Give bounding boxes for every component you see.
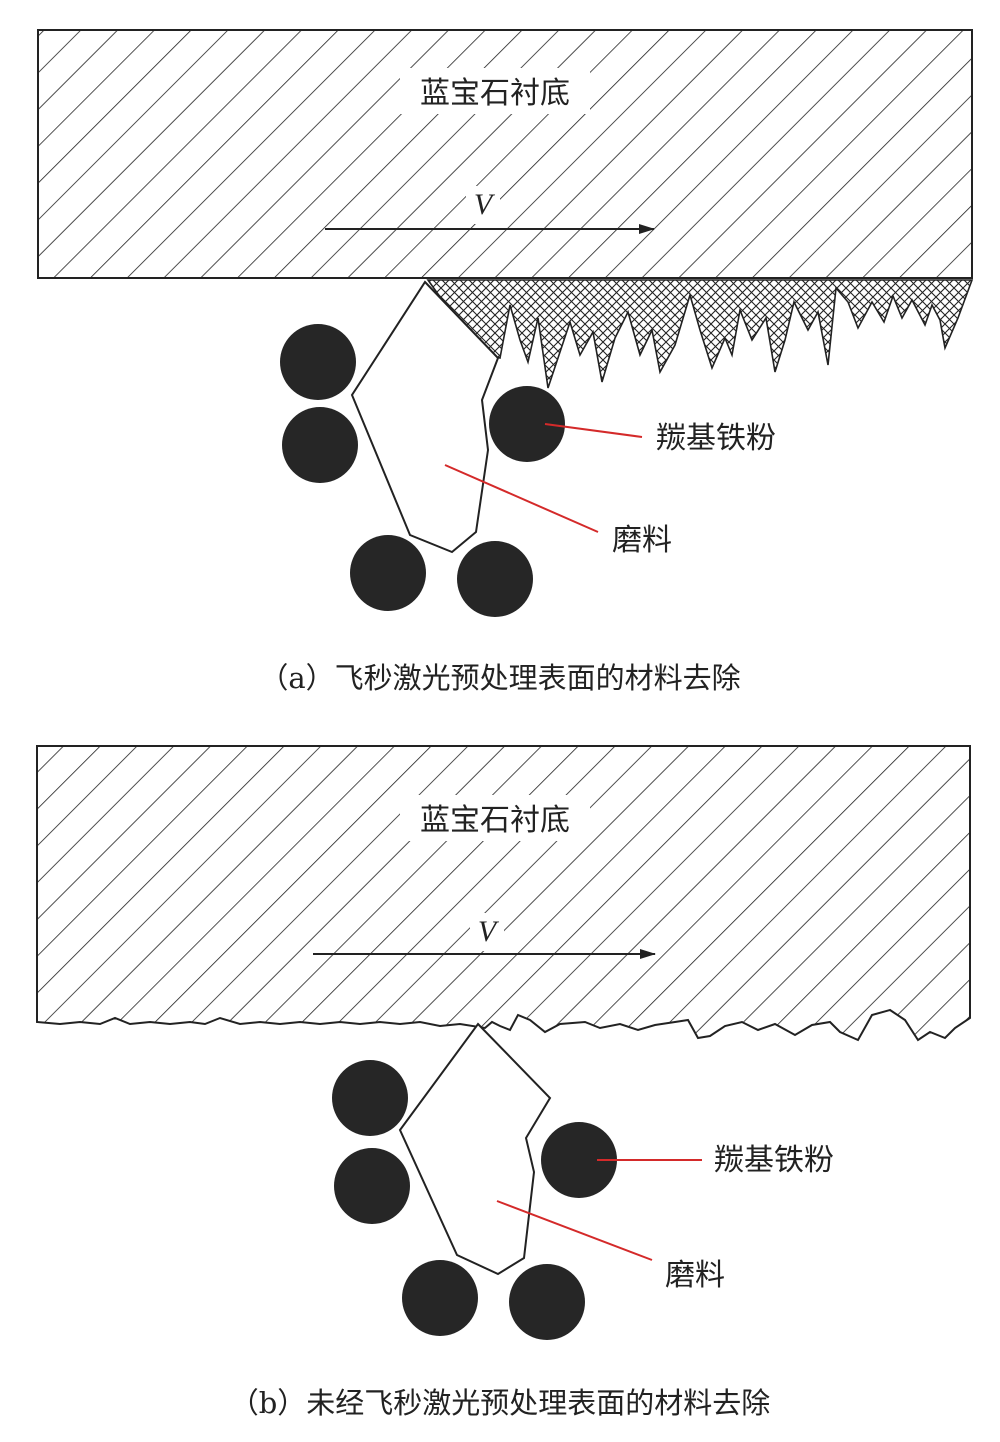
abrasive-leader-a (444, 464, 599, 533)
abrasive-label-b: 磨料 (665, 1258, 725, 1293)
panel-a: 蓝宝石衬底 V 羰基铁粉 磨料 （a）飞秒激光预处理表面的材料去除 (37, 29, 974, 695)
iron-particle-b1 (332, 1060, 408, 1136)
iron-particle-a5 (457, 541, 533, 617)
substrate-label-a: 蓝宝石衬底 (420, 76, 570, 111)
abrasive-leader-b (496, 1200, 653, 1261)
abrasive-grain-a (350, 280, 500, 554)
substrate-label-b: 蓝宝石衬底 (420, 803, 570, 838)
iron-particle-b5 (509, 1264, 585, 1340)
particle-label-b: 羰基铁粉 (714, 1143, 834, 1178)
sapphire-substrate-b (36, 745, 971, 1042)
abrasive-label-a: 磨料 (612, 523, 672, 558)
sapphire-substrate-a (37, 29, 973, 279)
iron-particle-b3 (541, 1122, 617, 1198)
caption-a: （a）飞秒激光预处理表面的材料去除 (259, 661, 740, 695)
iron-particle-a1 (280, 324, 356, 400)
velocity-label-b: V (478, 915, 500, 948)
velocity-label-a: V (474, 188, 496, 221)
iron-particle-a2 (282, 407, 358, 483)
iron-particle-b4 (402, 1260, 478, 1336)
abrasive-grain-b (398, 1022, 552, 1276)
caption-b: （b）未经飞秒激光预处理表面的材料去除 (230, 1386, 771, 1420)
particle-leader-a (544, 423, 643, 438)
iron-particle-a3 (489, 386, 565, 462)
panel-b: 蓝宝石衬底 V 羰基铁粉 磨料 （b）未经飞秒激光预处理表面的材料去除 (36, 745, 971, 1420)
iron-particle-b2 (334, 1148, 410, 1224)
iron-particle-a4 (350, 535, 426, 611)
particle-label-a: 羰基铁粉 (656, 421, 776, 456)
laser-damage-layer (426, 279, 974, 389)
